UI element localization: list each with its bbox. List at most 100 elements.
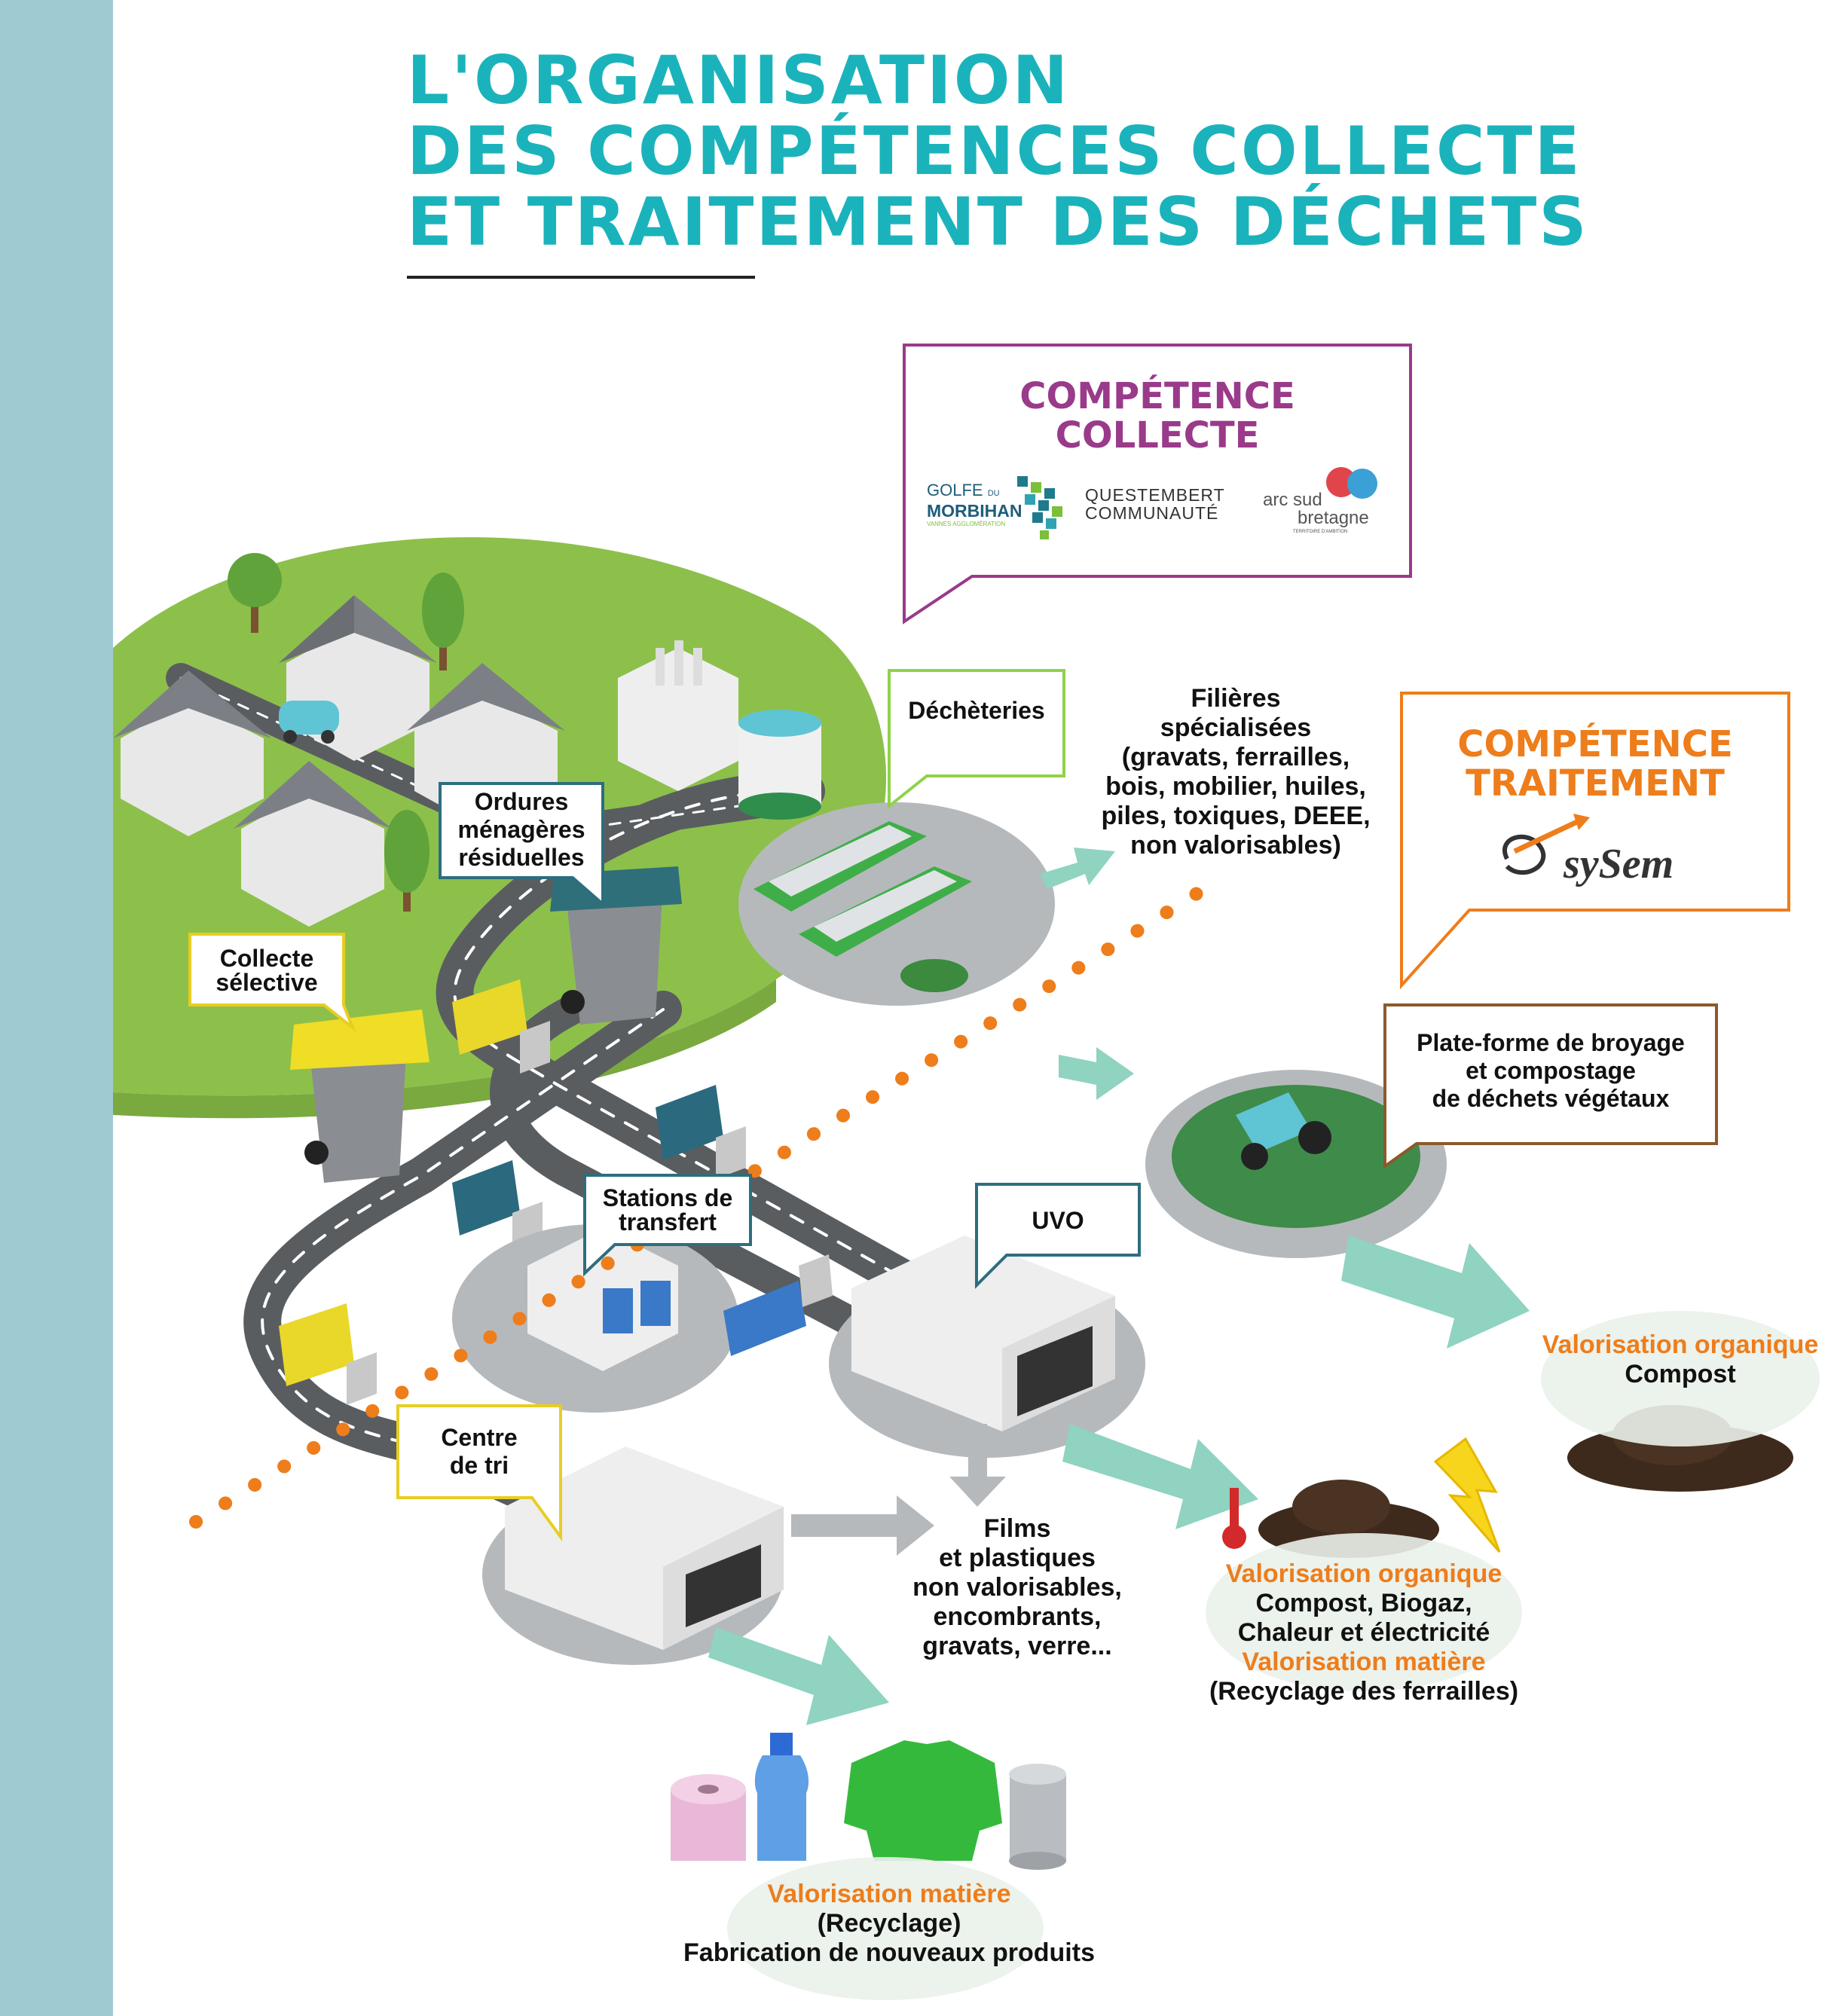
val-compost-line-1: Compost — [1625, 1360, 1736, 1388]
yellow-truck-1 — [452, 979, 550, 1074]
label-plateforme: Plate-forme de broyage et compostage de … — [1385, 1029, 1716, 1113]
filieres-line-5: piles, toxiques, DEEE, — [1101, 802, 1371, 830]
label-plateforme-1: Plate-forme de broyage — [1417, 1029, 1685, 1056]
label-collecte-2: sélective — [216, 969, 318, 996]
val-matiere-backdrop — [727, 1857, 1044, 2000]
label-centre-1: Centre — [441, 1424, 518, 1451]
films-line-1: Films — [983, 1514, 1051, 1543]
yellow-truck-2 — [279, 1303, 377, 1405]
golfe-du: DU — [987, 489, 1000, 498]
arrow-to-filieres — [1040, 848, 1115, 889]
arc-line-3: TERRITOIRE D'AMBITION — [1293, 530, 1348, 534]
callout-box-stations — [583, 1174, 752, 1277]
films-line-2: et plastiques — [939, 1544, 1096, 1572]
plastic-bottle — [754, 1733, 809, 1861]
traitement-heading-1: COMPÉTENCE — [1457, 723, 1733, 765]
arrow-uvo-to-films — [949, 1424, 1006, 1507]
blue-truck-1 — [656, 1085, 746, 1179]
val-matiere-line-1: (Recyclage) — [817, 1909, 961, 1938]
questembert-line-1: QUESTEMBERT — [1085, 485, 1225, 505]
arrow-tri-to-films — [791, 1495, 934, 1556]
val-uvo-backdrop — [1206, 1533, 1522, 1691]
callout-box-decheteries — [888, 669, 1065, 810]
val-uvo-line-1: Compost, Biogaz, — [1255, 1589, 1472, 1617]
callout-box-uvo — [975, 1183, 1141, 1289]
traitement-heading-2: TRAITEMENT — [1466, 762, 1725, 805]
val-uvo-title-1: Valorisation organique — [1225, 1559, 1502, 1588]
filieres-line-1: Filières — [1191, 684, 1281, 713]
val-uvo-text: Valorisation organique Compost, Biogaz, … — [1198, 1559, 1530, 1706]
label-uvo-text: UVO — [1032, 1207, 1084, 1234]
label-ordures-3: résiduelles — [458, 844, 585, 871]
filieres-text: Filières spécialisées (gravats, ferraill… — [1085, 684, 1386, 860]
label-plateforme-2: et compostage — [1466, 1057, 1636, 1084]
tree-1 — [228, 553, 282, 633]
sysem-logo: sySem — [1564, 841, 1674, 887]
arc-line-2: bretagne — [1298, 508, 1369, 528]
arrow-to-compost-platform — [1059, 1047, 1134, 1100]
val-uvo-line-3: (Recyclage des ferrailles) — [1209, 1677, 1519, 1706]
label-plateforme-3: de déchets végétaux — [1432, 1085, 1670, 1112]
golfe-line-3: VANNES AGGLOMÉRATION — [927, 521, 1006, 527]
arrow-to-uvo-outputs — [1062, 1424, 1258, 1529]
golfe-morbihan-logo: GOLFE DU MORBIHAN VANNES AGGLOMÉRATION — [927, 481, 1022, 529]
val-uvo-title-2: Valorisation matière — [1242, 1648, 1486, 1676]
golfe-line-2: MORBIHAN — [927, 501, 1022, 521]
val-compost-text: Valorisation organique Compost — [1522, 1330, 1831, 1389]
tree-2 — [422, 573, 464, 670]
lightning-icon — [1433, 1437, 1501, 1553]
title-line-3: ET TRAITEMENT DES DÉCHETS — [407, 183, 1589, 261]
callout-box-plateforme — [1383, 1003, 1718, 1169]
label-ordures: Ordures ménagères résiduelles — [440, 788, 603, 872]
label-decheteries-text: Déchèteries — [908, 697, 1045, 724]
val-compost-backdrop — [1541, 1311, 1820, 1446]
filieres-line-4: bois, mobilier, huiles, — [1105, 772, 1366, 801]
arrow-to-compost — [1341, 1236, 1530, 1349]
val-matiere-text: Valorisation matière (Recyclage) Fabrica… — [648, 1880, 1130, 1968]
competence-traitement-heading: COMPÉTENCE TRAITEMENT — [1402, 725, 1789, 803]
arc-sud-bretagne-logo: arc sud bretagne TERRITOIRE D'AMBITION — [1263, 491, 1383, 536]
title-line-2: DES COMPÉTENCES COLLECTE — [407, 112, 1582, 190]
callout-box-centre — [396, 1404, 562, 1542]
compost-pile-uvo-top — [1292, 1480, 1390, 1534]
callout-box-ordures — [439, 782, 604, 908]
thermometer-icon — [1222, 1488, 1246, 1549]
golfe-morbihan-mosaic-icon — [1017, 476, 1062, 539]
tree-3 — [384, 810, 429, 912]
side-strip — [0, 0, 113, 2016]
label-stations-2: transfert — [619, 1208, 717, 1236]
tin-can — [1009, 1764, 1066, 1870]
competence-collecte-box — [903, 344, 1412, 625]
competence-traitement-box — [1400, 692, 1790, 990]
tri-building — [505, 1446, 784, 1650]
collecte-heading-1: COMPÉTENCE — [1019, 375, 1295, 417]
blue-container-truck — [723, 1254, 833, 1356]
car — [279, 701, 339, 744]
label-uvo: UVO — [977, 1207, 1139, 1235]
water-tank — [738, 710, 821, 820]
questembert-logo: QUESTEMBERT COMMUNAUTÉ — [1085, 486, 1236, 522]
factory — [618, 640, 738, 791]
yellow-bin — [290, 1010, 429, 1183]
films-line-5: gravats, verre... — [922, 1632, 1112, 1660]
label-stations-1: Stations de — [602, 1184, 733, 1211]
hill-shadow — [113, 979, 776, 1119]
label-ordures-2: ménagères — [457, 816, 585, 843]
uvo-building — [851, 1236, 1115, 1431]
golfe-line-1: GOLFE — [927, 481, 983, 499]
title-rule — [407, 276, 755, 279]
val-matiere-line-2: Fabrication de nouveaux produits — [683, 1938, 1095, 1967]
label-stations: Stations de transfert — [585, 1186, 750, 1234]
title-line-1: L'ORGANISATION — [407, 41, 1071, 119]
callout-box-collecte — [188, 933, 356, 1033]
films-line-3: non valorisables, — [912, 1573, 1122, 1602]
sysem-swirl-icon — [1502, 814, 1590, 875]
label-collecte-1: Collecte — [219, 945, 314, 972]
films-text: Films et plastiques non valorisables, en… — [889, 1514, 1145, 1661]
station-building — [527, 1228, 678, 1371]
label-ordures-1: Ordures — [474, 788, 569, 815]
questembert-line-2: COMMUNAUTÉ — [1085, 503, 1219, 523]
compost-green-area — [1172, 1085, 1420, 1228]
house-4 — [234, 761, 392, 927]
